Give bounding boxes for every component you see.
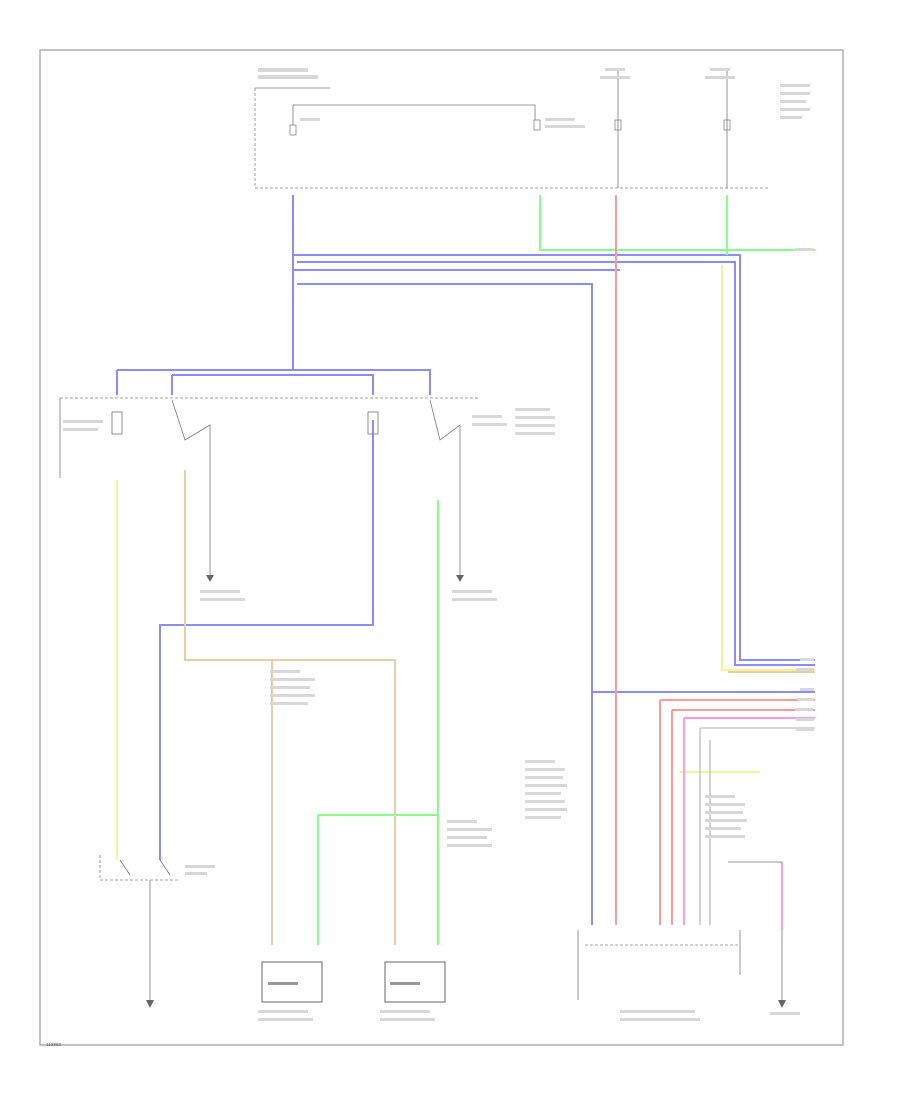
gray-circuit (699, 727, 815, 925)
connector-labels (270, 248, 814, 847)
switch-module (59, 397, 555, 601)
green-circuit (317, 195, 815, 945)
figure-id: 113863 (46, 1042, 61, 1047)
pink-circuit (683, 717, 815, 930)
tan-circuit (184, 470, 815, 945)
seat-heater-modules (258, 961, 446, 1021)
red-circuit (615, 195, 815, 925)
blue-circuit (116, 195, 815, 925)
control-module (577, 861, 800, 1021)
clockspring (99, 855, 215, 1008)
yellow-circuit (116, 265, 815, 860)
diagram-frame (39, 49, 844, 1046)
fuse-junction-box (254, 68, 810, 189)
